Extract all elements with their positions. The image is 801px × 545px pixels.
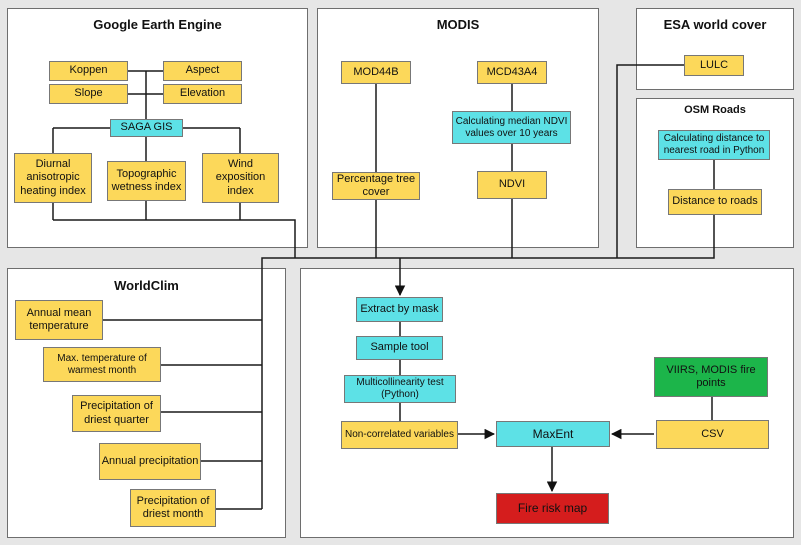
maxent-box: MaxEnt: [496, 421, 610, 447]
panel-title-google-earth-engine: Google Earth Engine: [93, 17, 222, 32]
extract-by-mask-box: Extract by mask: [356, 297, 443, 322]
mod44b-box: MOD44B: [341, 61, 411, 84]
multicollinearity-test-box: Multicollinearity test (Python): [344, 375, 456, 403]
panel-esa-world-cover: ESA world cover: [636, 8, 794, 90]
median-ndvi-box: Calculating median NDVI values over 10 y…: [452, 111, 571, 144]
slope-box: Slope: [49, 84, 128, 104]
panel-title-esa-world-cover: ESA world cover: [663, 17, 767, 32]
topographic-wetness-index-box: Topographic wetness index: [107, 161, 186, 201]
calc-distance-box: Calculating distance to nearest road in …: [658, 130, 770, 160]
percentage-tree-cover-box: Percentage tree cover: [332, 172, 420, 200]
csv-box: CSV: [656, 420, 769, 449]
annual-mean-temperature-box: Annual mean temperature: [15, 300, 103, 340]
max-temperature-box: Max. temperature of warmest month: [43, 347, 161, 382]
ndvi-box: NDVI: [477, 171, 547, 199]
fire-risk-map-box: Fire risk map: [496, 493, 609, 524]
non-correlated-variables-box: Non-correlated variables: [341, 421, 458, 449]
distance-to-roads-box: Distance to roads: [668, 189, 762, 215]
annual-precipitation-box: Annual precipitation: [99, 443, 201, 480]
panel-osm-roads: OSM Roads: [636, 98, 794, 248]
diurnal-heating-index-box: Diurnal anisotropic heating index: [14, 153, 92, 203]
sample-tool-box: Sample tool: [356, 336, 443, 360]
lulc-box: LULC: [684, 55, 744, 76]
koppen-box: Koppen: [49, 61, 128, 81]
saga-gis-box: SAGA GIS: [110, 119, 183, 137]
panel-title-modis: MODIS: [436, 17, 480, 32]
panel-title-osm-roads: OSM Roads: [684, 104, 746, 116]
precipitation-driest-quarter-box: Precipitation of driest quarter: [72, 395, 161, 432]
precipitation-driest-month-box: Precipitation of driest month: [130, 489, 216, 527]
elevation-box: Elevation: [163, 84, 242, 104]
aspect-box: Aspect: [163, 61, 242, 81]
panel-title-worldclim: WorldClim: [114, 278, 179, 293]
viirs-modis-fire-points-box: VIIRS, MODIS fire points: [654, 357, 768, 397]
mcd43a4-box: MCD43A4: [477, 61, 547, 84]
wind-exposition-index-box: Wind exposition index: [202, 153, 279, 203]
